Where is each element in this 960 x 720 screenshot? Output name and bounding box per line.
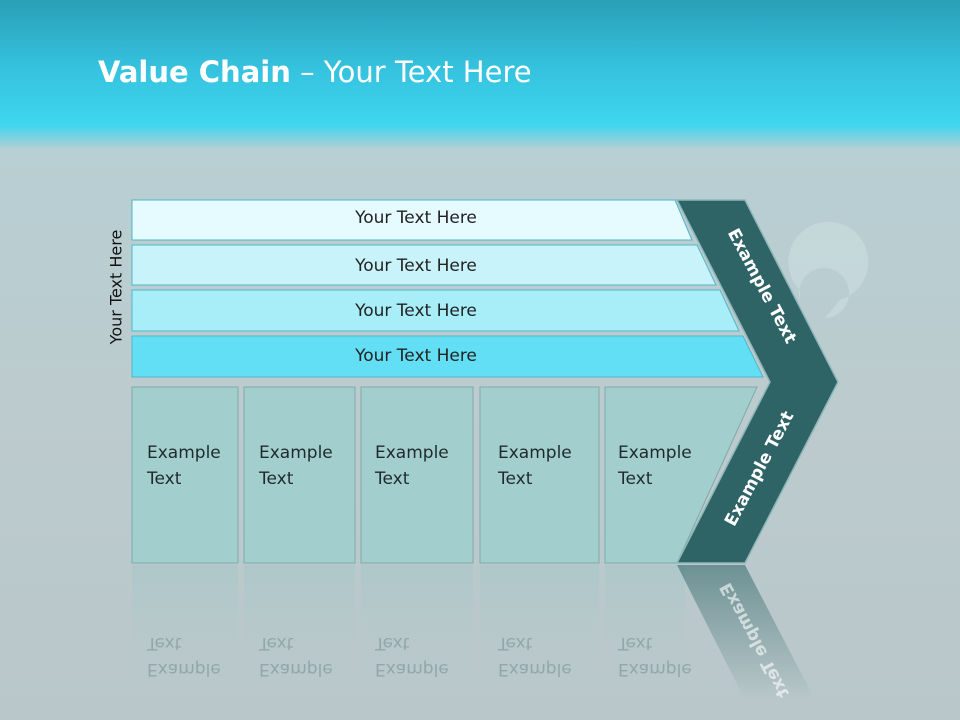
column-label-5-line2: Text — [618, 469, 653, 489]
row-label-4: Your Text Here — [355, 346, 477, 366]
column-label-3-line2: Text — [375, 469, 410, 489]
row-bar-3 — [131, 289, 740, 332]
columns-group — [131, 386, 758, 564]
margin-chevron — [675, 199, 839, 564]
title-bold: Value Chain — [98, 55, 291, 89]
column-label-2-line2: Text — [259, 469, 294, 489]
column-label-2-line1: Example — [259, 443, 333, 463]
row-label-2: Your Text Here — [355, 256, 477, 276]
row-bar-4 — [131, 335, 764, 378]
column-label-3-line1: Example — [375, 443, 449, 463]
page-title: Value Chain – Your Text Here — [98, 55, 532, 89]
column-box-1 — [131, 386, 239, 564]
column-box-3 — [360, 386, 474, 564]
column-label-4-line1: Example — [498, 443, 572, 463]
background-watermark — [788, 221, 869, 318]
column-box-4 — [479, 386, 600, 564]
column-label-5-line1: Example — [618, 443, 692, 463]
column-label-1-line1: Example — [147, 443, 221, 463]
row-bar-2 — [131, 244, 717, 286]
column-label-4-line2: Text — [498, 469, 533, 489]
rows-group — [131, 199, 764, 378]
column-box-2 — [243, 386, 356, 564]
row-label-1: Your Text Here — [355, 208, 477, 228]
column-label-1-line2: Text — [147, 469, 182, 489]
row-bar-1 — [131, 199, 693, 241]
row-label-3: Your Text Here — [355, 301, 477, 321]
columns-reflection — [132, 565, 815, 700]
title-rest: – Your Text Here — [290, 55, 532, 89]
